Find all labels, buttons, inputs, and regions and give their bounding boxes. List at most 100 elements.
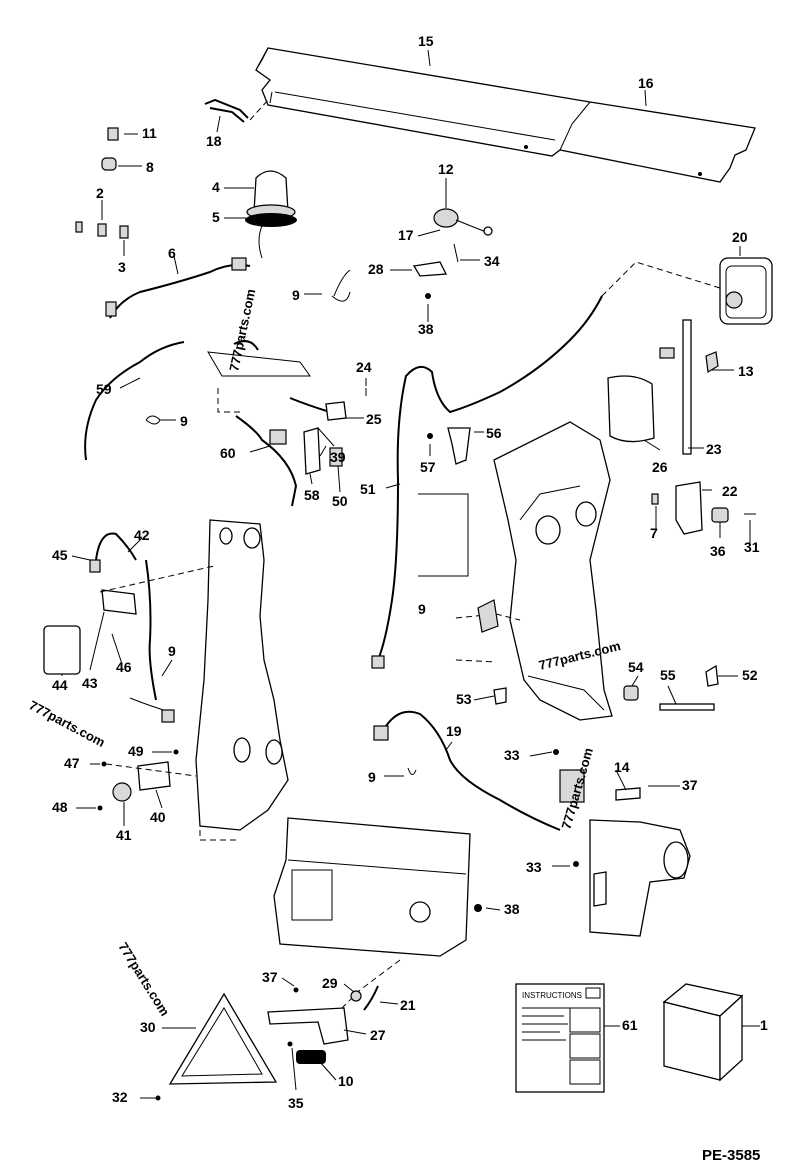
instructions-booklet xyxy=(515,983,605,1093)
callout: 12 xyxy=(438,161,454,177)
harness-51 xyxy=(371,261,721,669)
callout: 45 xyxy=(52,547,68,563)
callout: 14 xyxy=(614,759,630,775)
callout: 50 xyxy=(332,493,348,509)
callout: 60 xyxy=(220,445,236,461)
callout: 10 xyxy=(338,1073,354,1089)
callout: 4 xyxy=(212,179,220,195)
callout: 1 xyxy=(760,1017,768,1033)
left-upright xyxy=(43,519,289,841)
top-cover-panels xyxy=(249,47,756,183)
callout: 9 xyxy=(292,287,300,303)
small-switch-parts xyxy=(75,127,129,239)
callout: 37 xyxy=(682,777,698,793)
parts-box xyxy=(662,983,744,1082)
watermark: 777parts.com xyxy=(115,940,172,1019)
callout: 32 xyxy=(112,1089,128,1105)
callout: 57 xyxy=(420,459,436,475)
callout: 55 xyxy=(660,667,676,683)
callout: 40 xyxy=(150,809,166,825)
harness-59 xyxy=(84,340,311,461)
tie-strap xyxy=(331,269,351,302)
callout: 61 xyxy=(622,1017,638,1033)
callout: 21 xyxy=(400,997,416,1013)
callout: 22 xyxy=(722,483,738,499)
callout: 6 xyxy=(168,245,176,261)
watermark: 777parts.com xyxy=(226,288,258,373)
callout: 49 xyxy=(128,743,144,759)
callout: 29 xyxy=(322,975,338,991)
callout: 43 xyxy=(82,675,98,691)
callout: 13 xyxy=(738,363,754,379)
callout: 28 xyxy=(368,261,384,277)
callout: 42 xyxy=(134,527,150,543)
callout: 9 xyxy=(168,643,176,659)
bracket-56 xyxy=(427,427,471,465)
callout: 58 xyxy=(304,487,320,503)
callout: 3 xyxy=(118,259,126,275)
callout: 33 xyxy=(526,859,542,875)
callout: 46 xyxy=(116,659,132,675)
harness-60 xyxy=(217,388,347,507)
callout: 18 xyxy=(206,133,222,149)
callout: 44 xyxy=(52,677,68,693)
callout: 9 xyxy=(418,601,426,617)
callout: 52 xyxy=(742,667,758,683)
boom-arm xyxy=(455,421,613,721)
callout: 51 xyxy=(360,481,376,497)
callout: 59 xyxy=(96,381,112,397)
callout: 39 xyxy=(330,449,346,465)
harness-6 xyxy=(105,257,251,319)
callout: 5 xyxy=(212,209,220,225)
callout: 38 xyxy=(504,901,520,917)
callout: 48 xyxy=(52,799,68,815)
callout: 34 xyxy=(484,253,500,269)
callout: 16 xyxy=(638,75,654,91)
pin-group xyxy=(493,664,719,711)
beacon-light xyxy=(245,170,297,259)
callout: 20 xyxy=(732,229,748,245)
callout: 47 xyxy=(64,755,80,771)
work-light-20 xyxy=(719,257,773,325)
callout: 7 xyxy=(650,525,658,541)
callout: 15 xyxy=(418,33,434,49)
clip-18 xyxy=(204,98,249,123)
callout: 30 xyxy=(140,1019,156,1035)
callout: 56 xyxy=(486,425,502,441)
smv-bracket-group xyxy=(267,985,379,1064)
callout: 11 xyxy=(142,125,157,141)
leader-lines xyxy=(61,49,760,1099)
callout: 9 xyxy=(368,769,376,785)
right-base xyxy=(589,819,691,937)
callout: 53 xyxy=(456,691,472,707)
callout: 17 xyxy=(398,227,414,243)
callout: 33 xyxy=(504,747,520,763)
callout: 2 xyxy=(96,185,104,201)
callout: 27 xyxy=(370,1027,386,1043)
callout: 41 xyxy=(116,827,132,843)
callout: 36 xyxy=(710,543,726,559)
callout: 23 xyxy=(706,441,722,457)
callout-labels: 15 16 18 11 8 2 3 4 5 6 12 17 34 28 9 38… xyxy=(52,33,768,1111)
reference-code: PE-3585 xyxy=(702,1147,760,1164)
callout: 25 xyxy=(366,411,382,427)
callout: 26 xyxy=(652,459,668,475)
mirror-bracket-group xyxy=(412,208,493,299)
harness-19 xyxy=(373,710,641,867)
smv-triangle xyxy=(155,987,299,1101)
callout: 19 xyxy=(446,723,462,739)
callout: 37 xyxy=(262,969,278,985)
callout: 54 xyxy=(628,659,644,675)
instructions-label: INSTRUCTIONS xyxy=(522,991,582,1000)
light-post-group xyxy=(607,319,756,535)
rear-panel xyxy=(273,817,482,1011)
callout: 35 xyxy=(288,1095,304,1111)
callout: 38 xyxy=(418,321,434,337)
connector-plate-group xyxy=(97,749,197,811)
callout: 31 xyxy=(744,539,760,555)
watermark: 777parts.com xyxy=(27,697,108,750)
callout: 9 xyxy=(180,413,188,429)
callout: 24 xyxy=(356,359,372,375)
